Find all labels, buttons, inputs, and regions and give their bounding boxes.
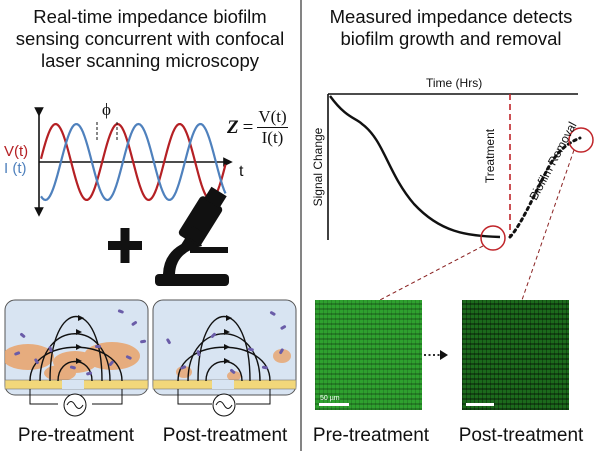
link-line-pre [379,245,484,301]
caption-post-micrograph: Post-treatment [458,425,584,446]
micrograph-post [462,300,569,410]
left-title: Real-time impedance biofilm sensing conc… [0,6,300,72]
biofilm-growth-curve [329,95,501,239]
caption-post-electrode: Post-treatment [162,425,288,446]
current-wave [40,122,227,202]
impedance-equation: Z = V(t) I(t) [227,107,288,148]
plot-y-label: Signal Change [311,127,325,207]
phase-label: ϕ [102,100,111,119]
voltage-wave [39,122,227,202]
left-title-line-2: sensing concurrent with confocal [15,28,285,49]
equation-lhs: Z [227,116,239,138]
waveform-plot [34,107,233,217]
treatment-label: Treatment [483,128,497,184]
chamber-pre [4,299,149,417]
equation-fraction: V(t) I(t) [257,107,288,148]
chamber-post [152,299,297,417]
equation-numerator: V(t) [257,107,288,128]
biofilm-removal-curve [508,136,582,239]
link-line-post [521,149,575,301]
equation-denominator: I(t) [261,128,284,147]
micrograph-pre: 50 µm [315,300,422,410]
caption-pre-micrograph: Pre-treatment [312,425,430,446]
scale-bar-label: 50 µm [320,395,340,402]
scale-bar-pre [319,403,349,406]
scale-bar-post [466,403,494,406]
voltage-label: V(t) [4,143,29,160]
plot-x-label: Time (Hrs) [426,76,483,90]
plus-icon [108,228,142,263]
micrograph-arrow [424,350,448,360]
caption-pre-electrode: Pre-treatment [17,425,135,446]
right-title: Measured impedance detects biofilm growt… [302,6,600,50]
highlight-circle-pre [480,225,506,251]
current-label: I (t) [4,160,27,177]
left-title-line-3: laser scanning microscopy [41,50,259,71]
left-title-line-1: Real-time impedance biofilm [33,6,267,27]
signal-plot [327,93,594,301]
right-title-line-2: biofilm growth and removal [340,28,562,49]
right-title-line-1: Measured impedance detects [329,6,573,27]
equation-equals: = [242,116,254,138]
time-axis-label: t [239,163,244,180]
microscope-icon [155,186,229,286]
highlight-circle-post [568,127,594,153]
